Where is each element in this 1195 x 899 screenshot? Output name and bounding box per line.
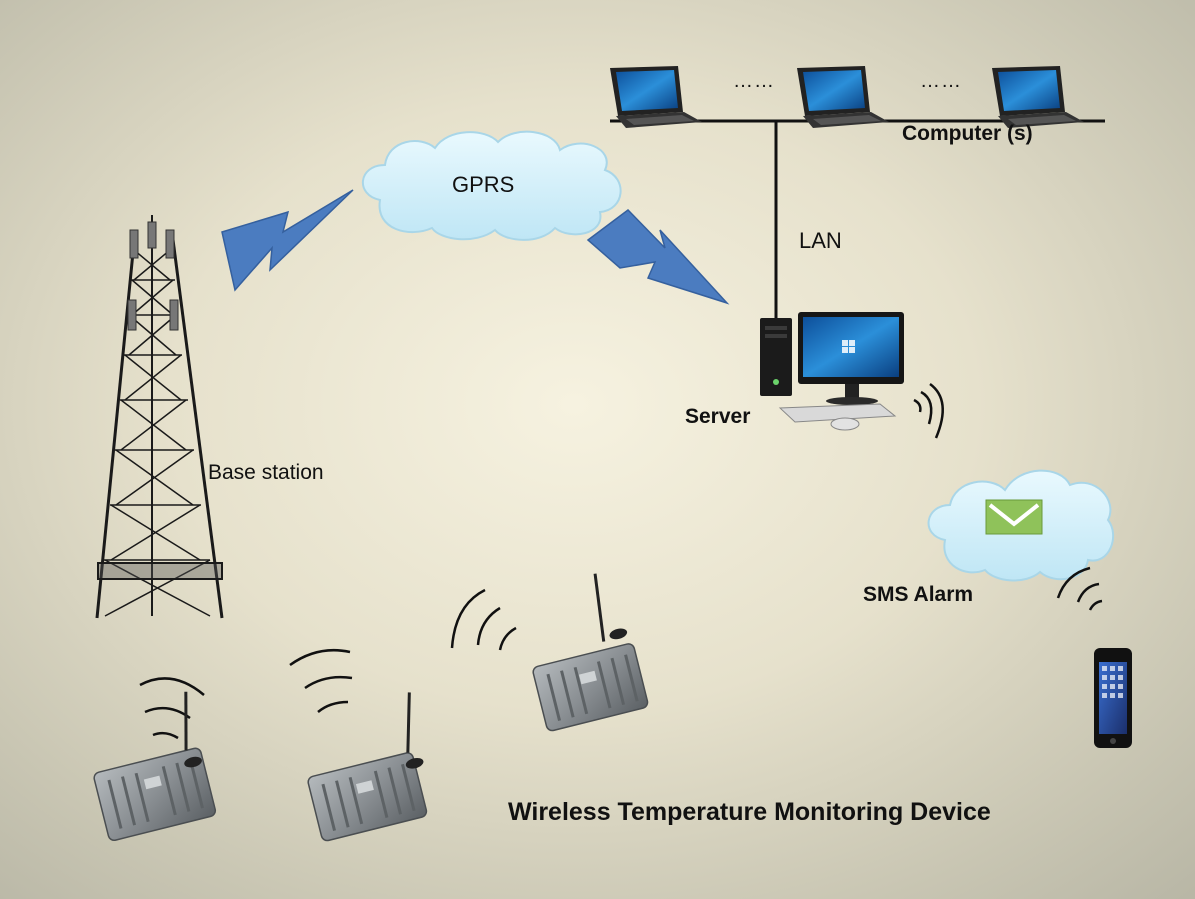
cell-tower-icon [95,215,224,619]
envelope-icon [985,499,1043,535]
laptop-icon [992,66,1084,128]
desktop-server-icon [760,312,904,431]
lightning-bolt-icon [221,189,354,292]
wireless-signal-icon [139,677,205,740]
laptop-icon [797,66,889,128]
gprs-cloud-icon [362,130,622,241]
gprs-label: GPRS [452,172,515,197]
wireless-signal-icon [1056,566,1103,611]
monitoring-device [93,691,217,842]
server-label: Server [685,405,751,428]
ellipsis-label: …… [920,70,962,92]
laptop-icon [610,66,702,128]
wireless-signal-icon [289,648,353,713]
computers-label: Computer (s) [902,122,1033,145]
base-station-label: Base station [208,461,324,484]
sms-alarm-label: SMS Alarm [863,583,974,606]
monitoring-device [307,692,428,842]
sms-cloud-icon [927,469,1115,582]
ellipsis-label: …… [733,70,775,92]
lan-label: LAN [799,228,842,253]
lightning-bolt-icon [586,209,730,305]
wireless-signal-icon [450,588,517,651]
monitoring-device [532,573,649,732]
wireless-signal-icon [913,382,944,439]
smartphone-icon [1094,648,1132,748]
device-label: Wireless Temperature Monitoring Device [508,798,991,826]
